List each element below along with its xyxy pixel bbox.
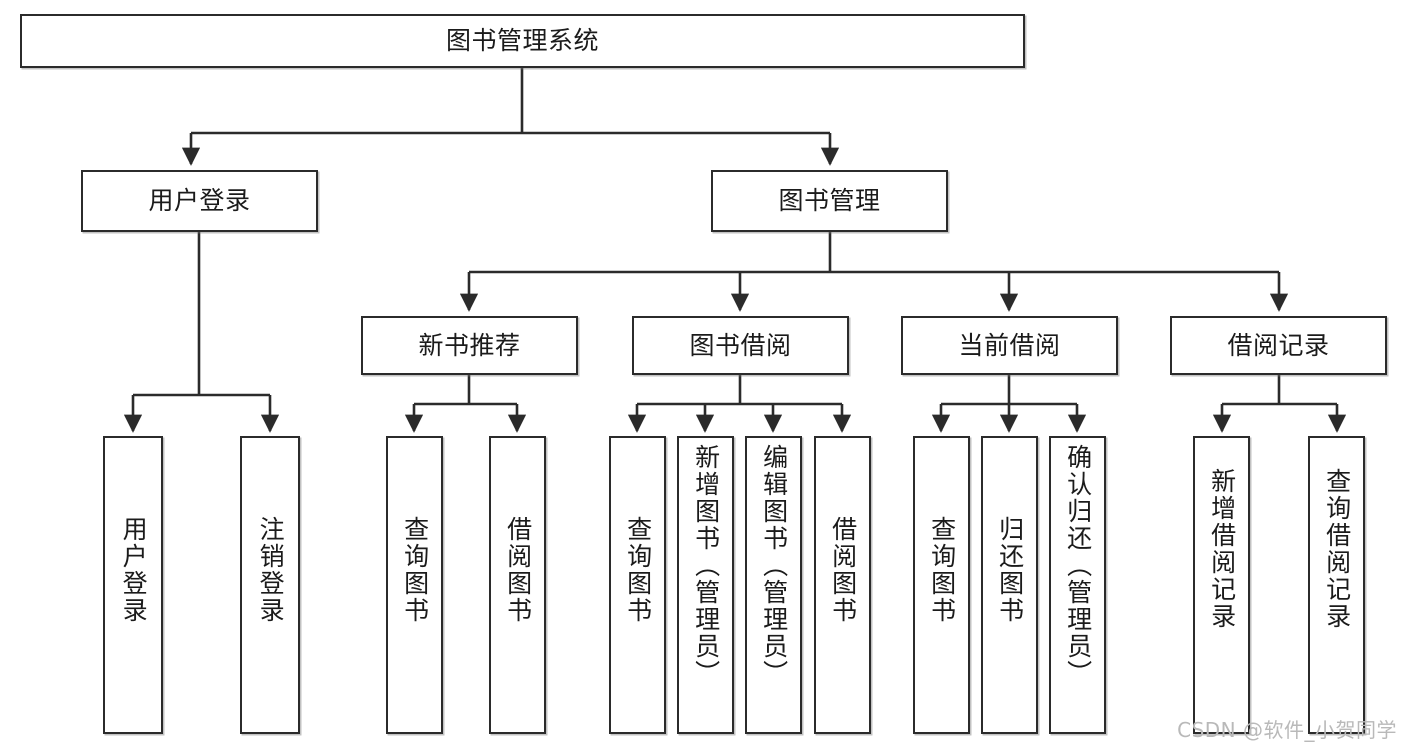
node-leaf-query-record[interactable]: 查询借阅记录 xyxy=(1308,436,1365,734)
node-leaf-query-book-3[interactable]: 查询图书 xyxy=(913,436,970,734)
node-user-login-label: 用户登录 xyxy=(148,186,251,215)
node-leaf-confirm-return[interactable]: 确认归还（管理员） xyxy=(1049,436,1106,734)
node-leaf-query-record-label: 查询借阅记录 xyxy=(1322,468,1352,630)
watermark-text: CSDN @软件_小贺同学 xyxy=(1177,718,1397,742)
node-leaf-edit-book[interactable]: 编辑图书（管理员） xyxy=(745,436,802,734)
node-book-manage-label: 图书管理 xyxy=(778,186,881,215)
node-root[interactable]: 图书管理系统 xyxy=(20,14,1025,68)
node-leaf-borrow-book-1[interactable]: 借阅图书 xyxy=(489,436,546,734)
node-new-book-recommend[interactable]: 新书推荐 xyxy=(361,316,578,375)
node-leaf-add-book-label: 新增图书（管理员） xyxy=(691,444,721,687)
node-leaf-add-book[interactable]: 新增图书（管理员） xyxy=(677,436,734,734)
node-root-label: 图书管理系统 xyxy=(445,26,599,55)
node-leaf-logout-login[interactable]: 注销登录 xyxy=(240,436,300,734)
node-leaf-query-book-2-label: 查询图书 xyxy=(623,516,653,624)
node-leaf-add-record[interactable]: 新增借阅记录 xyxy=(1193,436,1250,734)
node-leaf-query-book-2[interactable]: 查询图书 xyxy=(609,436,666,734)
node-leaf-confirm-return-label: 确认归还（管理员） xyxy=(1063,444,1093,687)
node-current-borrow[interactable]: 当前借阅 xyxy=(901,316,1118,375)
node-leaf-user-login-label: 用户登录 xyxy=(119,516,149,624)
node-leaf-borrow-book-2-label: 借阅图书 xyxy=(828,516,858,624)
node-new-book-recommend-label: 新书推荐 xyxy=(418,330,521,360)
node-leaf-return-book[interactable]: 归还图书 xyxy=(981,436,1038,734)
node-borrow-record-label: 借阅记录 xyxy=(1227,330,1330,360)
node-leaf-logout-login-label: 注销登录 xyxy=(256,516,286,624)
node-leaf-query-book-1[interactable]: 查询图书 xyxy=(386,436,443,734)
node-current-borrow-label: 当前借阅 xyxy=(958,330,1061,360)
node-leaf-query-book-1-label: 查询图书 xyxy=(400,516,430,624)
node-leaf-query-book-3-label: 查询图书 xyxy=(927,516,957,624)
node-borrow-record[interactable]: 借阅记录 xyxy=(1170,316,1387,375)
node-user-login[interactable]: 用户登录 xyxy=(81,170,318,232)
node-leaf-edit-book-label: 编辑图书（管理员） xyxy=(759,444,789,687)
node-leaf-user-login[interactable]: 用户登录 xyxy=(103,436,163,734)
node-book-borrow-label: 图书借阅 xyxy=(689,330,792,360)
node-leaf-return-book-label: 归还图书 xyxy=(995,516,1025,624)
node-leaf-add-record-label: 新增借阅记录 xyxy=(1207,468,1237,630)
node-leaf-borrow-book-2[interactable]: 借阅图书 xyxy=(814,436,871,734)
node-book-manage[interactable]: 图书管理 xyxy=(711,170,948,232)
node-leaf-borrow-book-1-label: 借阅图书 xyxy=(503,516,533,624)
node-book-borrow[interactable]: 图书借阅 xyxy=(632,316,849,375)
